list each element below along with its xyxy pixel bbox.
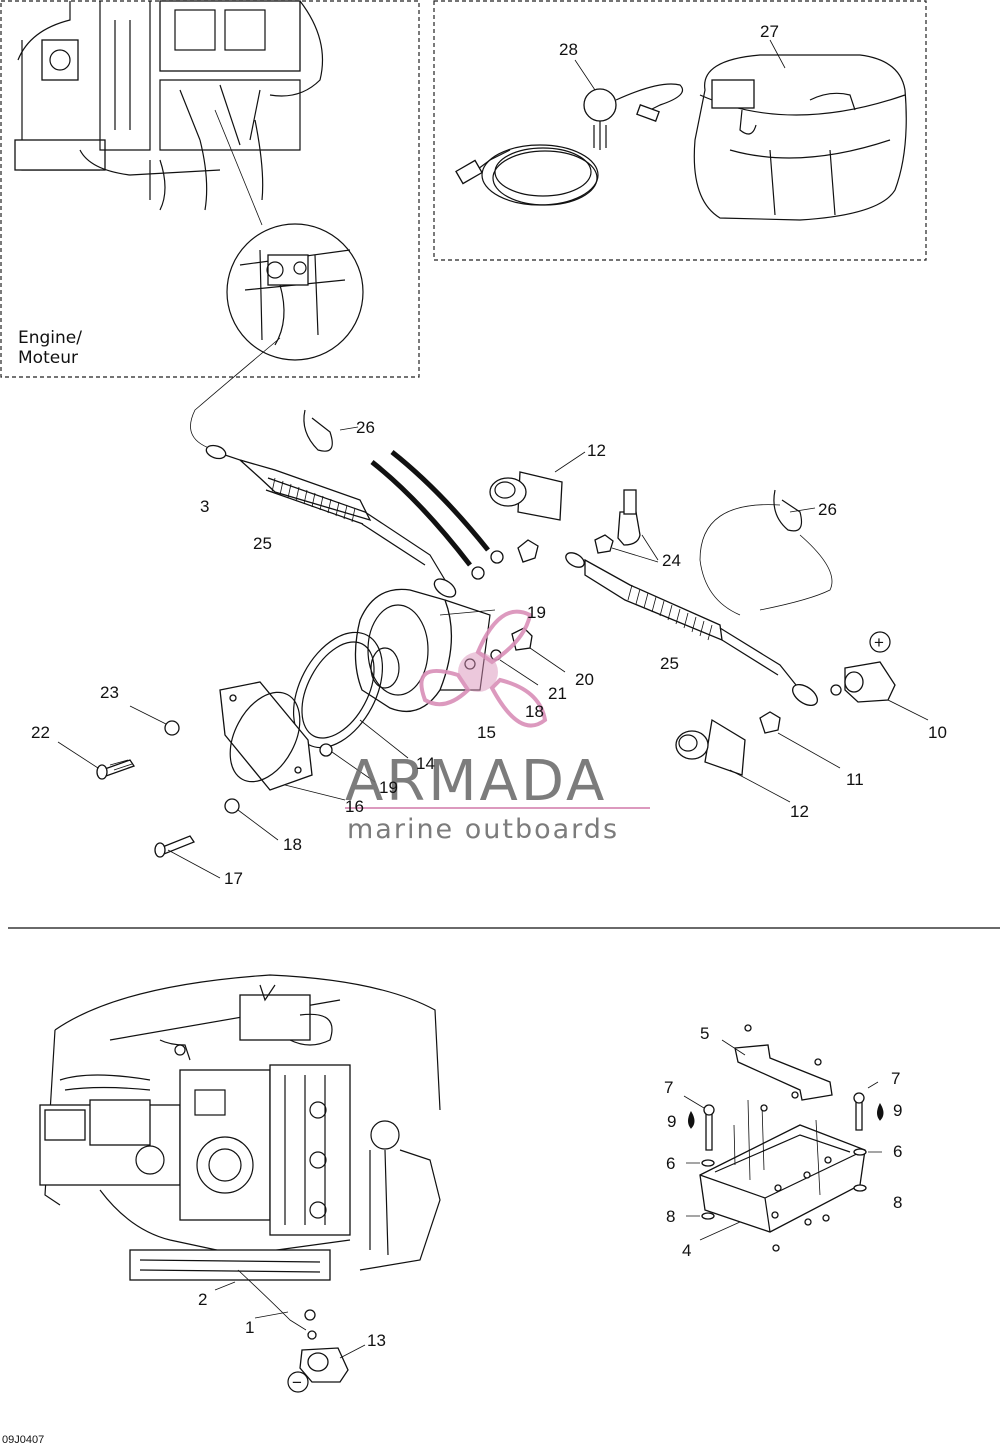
callout-6-right: 6 [893,1142,902,1161]
callout-12-lower: 12 [790,802,809,821]
positive-symbol: + [874,633,884,652]
armada-watermark: ARMADA marine outboards [345,609,650,845]
brand-name: ARMADA [345,749,607,814]
callout-10: 10 [928,723,947,742]
mounting-flange-16 [219,681,346,801]
cable-sleeve-corrugated [265,477,366,525]
battery-cable-positive [565,552,819,707]
callout-15: 15 [477,723,496,742]
propeller-logo [419,609,548,728]
engine-inset: Engine/ Moteur [0,0,420,378]
cable-sleeve-corrugated-right [627,584,713,641]
callout-25-left: 25 [253,534,272,553]
callout-12-upper: 12 [587,441,606,460]
callout-18-upper: 18 [525,702,544,721]
figure-code: 09J0407 [2,1434,44,1446]
accessory-inset [433,0,927,261]
terminal-clamp-positive [830,631,929,721]
callout-19-upper: 19 [527,603,546,622]
callout-21: 21 [548,684,567,703]
callout-23: 23 [100,683,119,702]
engine-ground-view [39,974,441,1393]
battery-cable-negative [205,444,457,598]
callout-26-right: 26 [818,500,837,519]
callout-28: 28 [559,40,578,59]
callout-3: 3 [200,497,209,516]
callout-8-left: 8 [666,1207,675,1226]
fuse-holder-body [354,588,566,713]
callout-2: 2 [198,1290,207,1309]
battery-charger-28 [455,59,684,206]
callout-26-left: 26 [356,418,375,437]
terminal-cover-lower [675,718,791,803]
callout-1: 1 [245,1318,254,1337]
engine-label-line1: Engine/ [18,328,82,348]
callout-6-left: 6 [666,1154,675,1173]
callout-20: 20 [575,670,594,689]
exploded-view [57,337,929,879]
callout-8-right: 8 [893,1193,902,1212]
callout-18-lower: 18 [283,835,302,854]
callout-5: 5 [700,1024,709,1043]
terminal-clamp-negative [287,1344,366,1393]
callout-7-right: 7 [891,1069,900,1088]
callout-4: 4 [682,1241,691,1260]
callout-17: 17 [224,869,243,888]
callout-19-lower: 19 [379,778,398,797]
callouts: 3 25 26 12 24 26 25 19 20 21 18 15 14 19… [31,22,947,1392]
callout-14: 14 [416,754,435,773]
callout-11: 11 [846,770,864,789]
brand-tagline: marine outboards [347,814,619,845]
negative-symbol: − [292,1373,302,1392]
callout-25-right: 25 [660,654,679,673]
callout-7-left: 7 [664,1078,673,1097]
callout-9-right: 9 [893,1101,902,1120]
callout-16: 16 [345,797,364,816]
callout-9-left: 9 [667,1112,676,1131]
callout-24: 24 [662,551,681,570]
callout-22: 22 [31,723,50,742]
callout-13: 13 [367,1331,386,1350]
gasket-14 [292,631,409,759]
battery-tray-assembly [683,1024,884,1252]
engine-label-line2: Moteur [18,348,78,368]
terminal-cover-upper [489,451,586,521]
battery-cover-27 [693,39,907,221]
callout-27: 27 [760,22,779,41]
